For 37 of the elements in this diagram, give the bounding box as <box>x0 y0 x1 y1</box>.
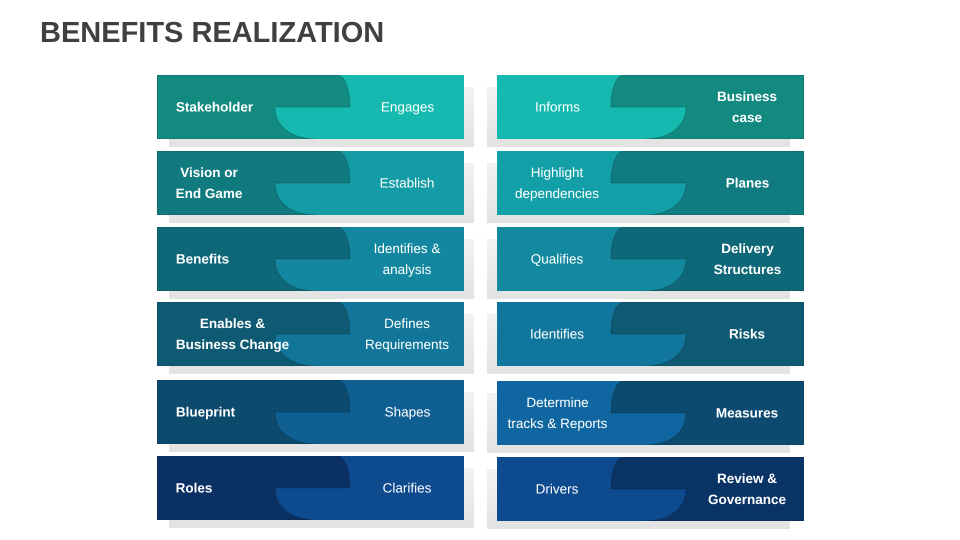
bar-label: Engages <box>380 98 435 116</box>
puzzle-bar <box>497 227 804 291</box>
bar-label: Business case <box>716 88 778 127</box>
bar-label: Identifies & analysis <box>373 240 441 279</box>
puzzle-bar <box>497 381 804 445</box>
bar-label: Clarifies <box>382 480 432 498</box>
bar-label: Qualifies <box>530 250 584 268</box>
title: BENEFITS REALIZATION <box>40 16 384 51</box>
puzzle-bar <box>497 302 804 366</box>
bar-label: Enables & Business Change <box>175 315 290 354</box>
puzzle-bar <box>157 302 464 366</box>
puzzle-bar <box>497 151 804 215</box>
puzzle-bar <box>157 456 464 520</box>
bar-label: Measures <box>715 404 779 422</box>
bar-label: Roles <box>175 480 213 498</box>
bar-label: Drivers <box>535 480 579 498</box>
puzzle-bar <box>497 457 804 521</box>
bar-label: Highlight dependencies <box>514 164 600 203</box>
bar-label: Defines Requirements <box>364 315 450 354</box>
bar-label: Blueprint <box>175 404 236 422</box>
bar-label: Benefits <box>175 250 230 268</box>
bar-label: Risks <box>728 326 766 344</box>
bar-label: Informs <box>534 98 581 116</box>
bar-label: Vision or End Game <box>175 164 243 203</box>
puzzle-bar <box>157 151 464 215</box>
bar-label: Identifies <box>529 326 585 344</box>
puzzle-bar <box>497 75 804 139</box>
bar-label: Establish <box>379 174 435 192</box>
puzzle-bar <box>157 75 464 139</box>
bar-label: Delivery Structures <box>713 240 782 279</box>
bar-label: Determine tracks & Reports <box>507 394 608 433</box>
puzzle-bar <box>157 227 464 291</box>
bar-label: Planes <box>725 174 770 192</box>
bar-label: Review & Governance <box>707 470 787 509</box>
bar-label: Shapes <box>384 404 431 422</box>
puzzle-bar <box>157 380 464 444</box>
bar-label: Stakeholder <box>175 98 254 116</box>
